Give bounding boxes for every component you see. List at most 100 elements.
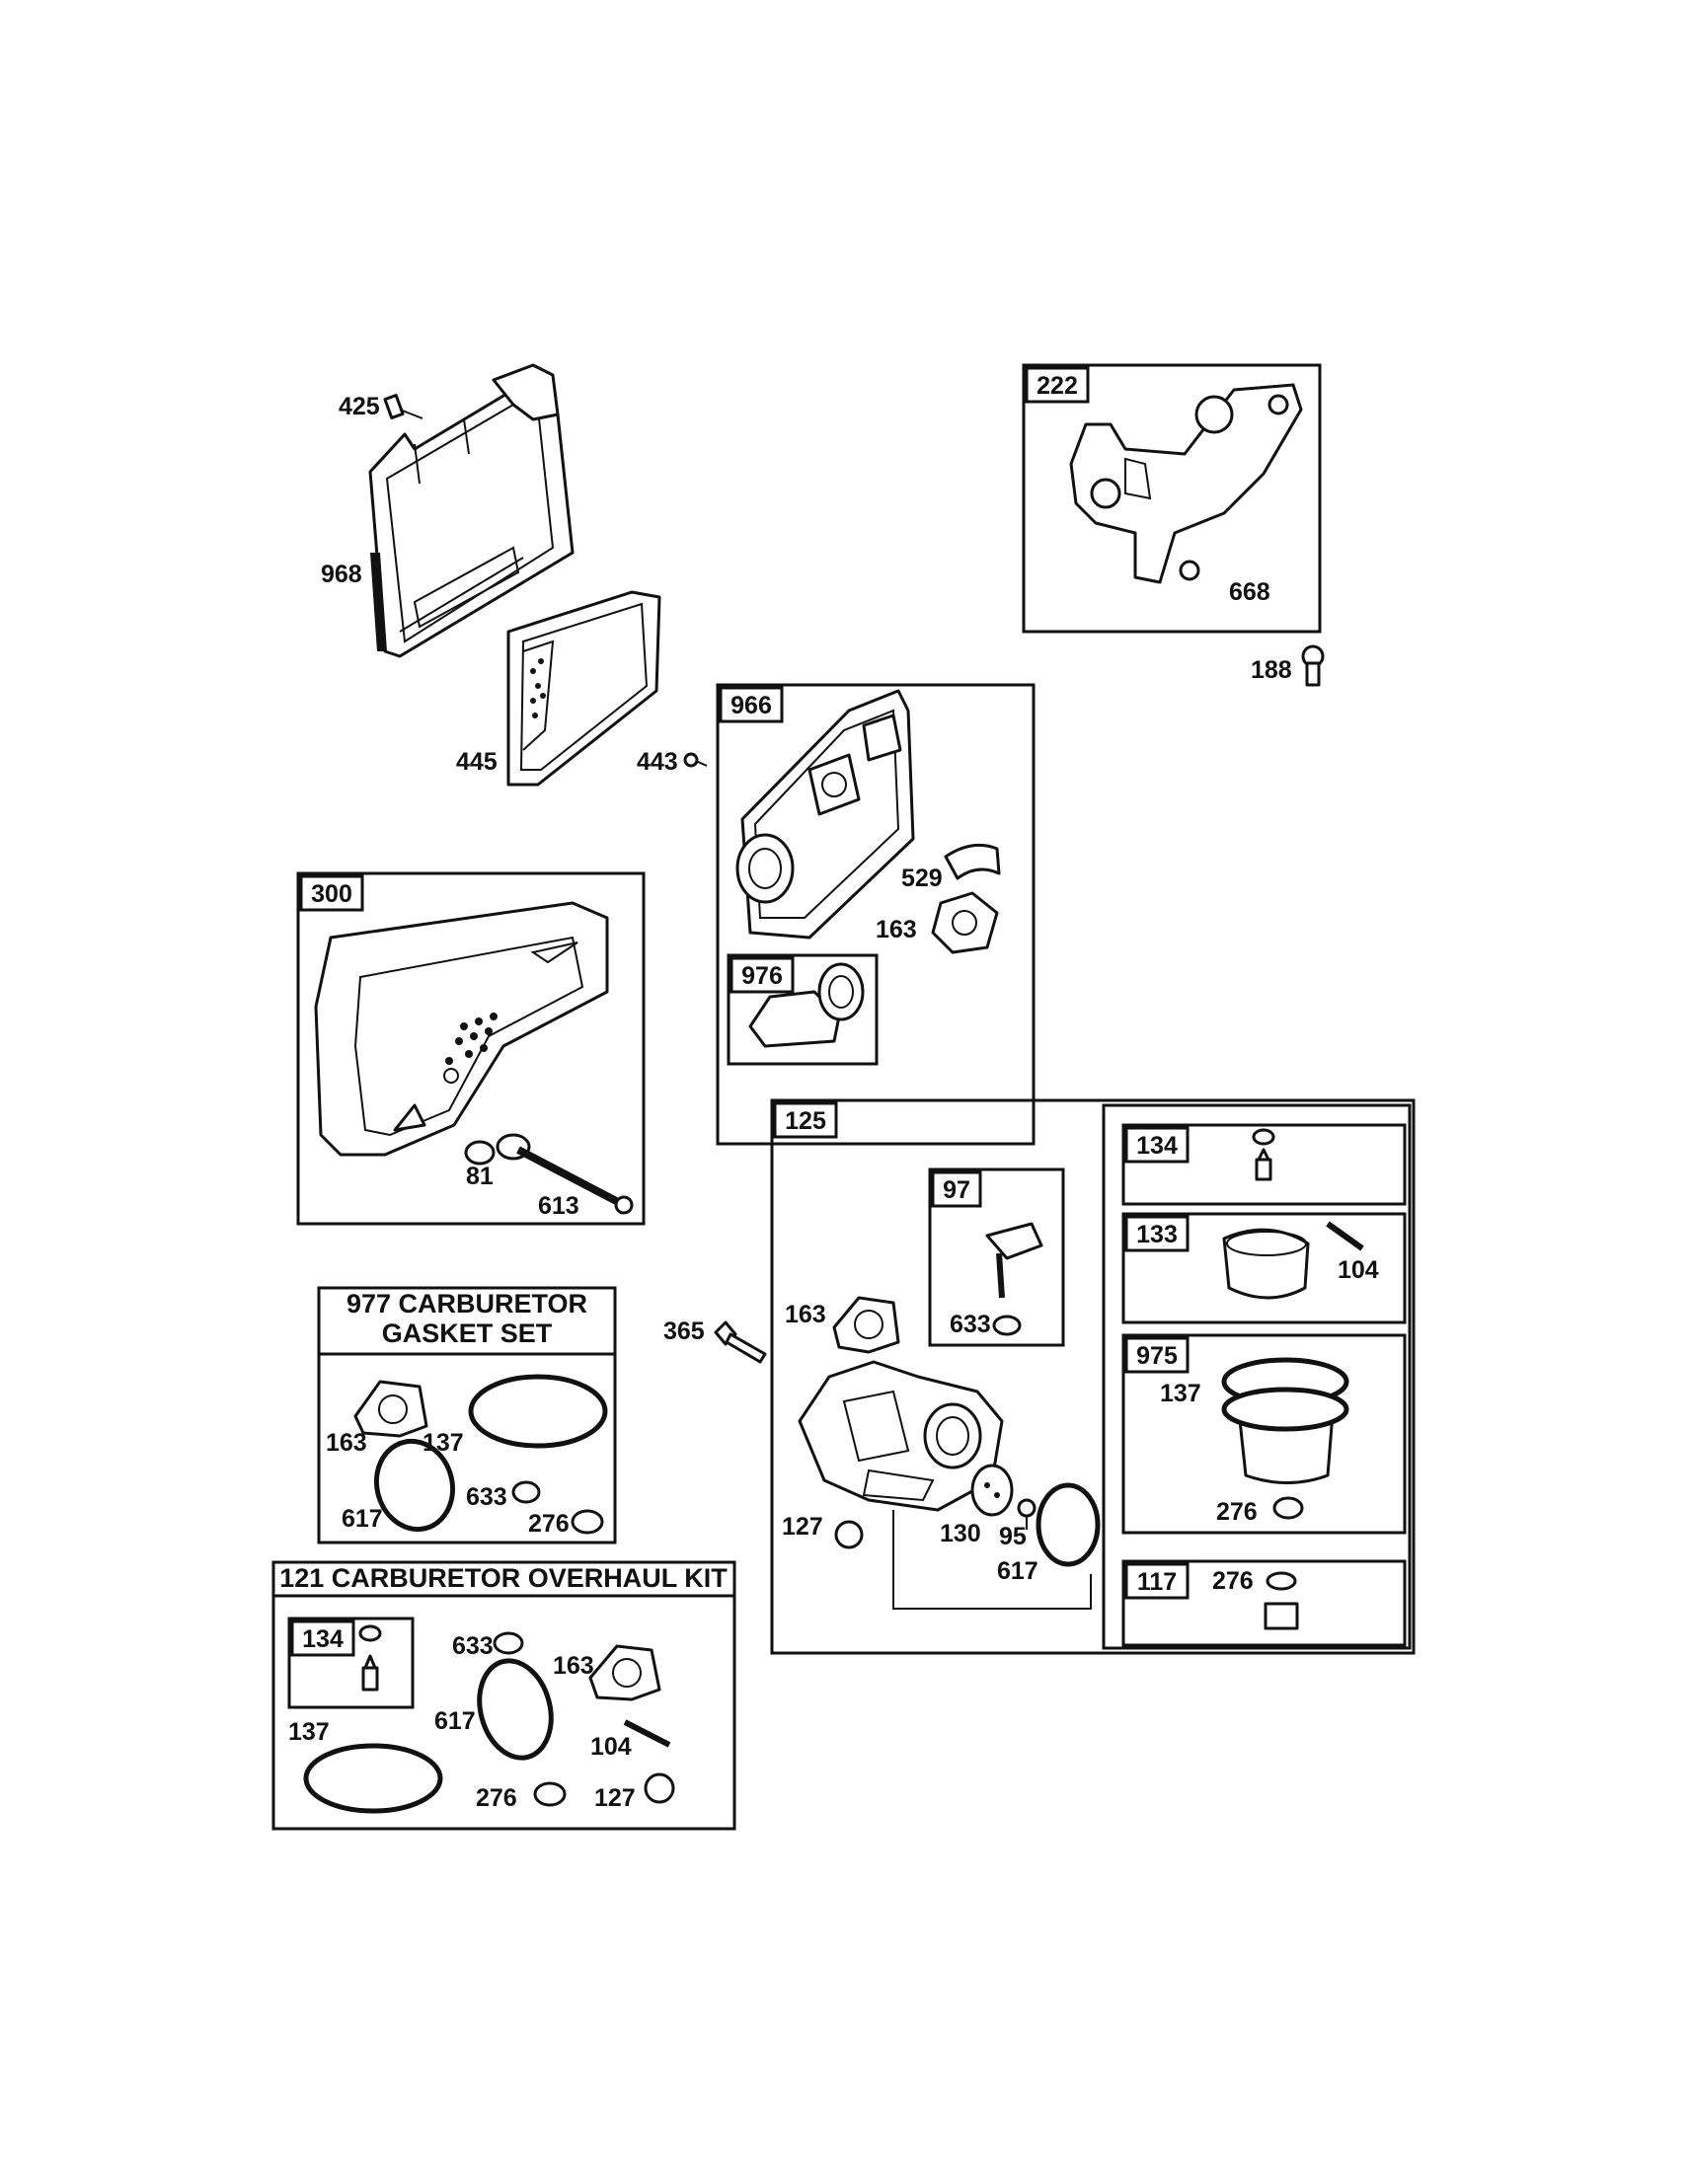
- part-callout-633: 633: [950, 1311, 991, 1338]
- washer-276-kit[interactable]: [533, 1781, 567, 1807]
- part-callout-443: 443: [637, 748, 678, 776]
- group-125-frame: [770, 1098, 1416, 1655]
- air-filter-cartridge-445[interactable]: [506, 590, 661, 787]
- group-975-frame: [1121, 1333, 1407, 1535]
- welch-plug-127-group125[interactable]: [834, 1520, 864, 1549]
- part-callout-104: 104: [1338, 1256, 1379, 1284]
- part-callout-130: 130: [940, 1520, 981, 1547]
- group-tag-975: 975: [1124, 1336, 1190, 1374]
- part-callout-188: 188: [1251, 656, 1292, 684]
- air-cleaner-base-966[interactable]: [735, 689, 915, 940]
- group-tag-125: 125: [773, 1101, 838, 1139]
- bolt-425[interactable]: [383, 394, 423, 419]
- inlet-needle-134a[interactable]: [1252, 1128, 1275, 1181]
- bolt-443[interactable]: [683, 752, 708, 768]
- part-callout-617: 617: [434, 1707, 476, 1735]
- group-97-frame: [928, 1167, 1065, 1347]
- group-tag-label: 976: [741, 962, 783, 990]
- part-callout-968: 968: [321, 561, 362, 588]
- governor-bracket-222[interactable]: [1069, 383, 1303, 584]
- group-tag-label: 97: [943, 1176, 970, 1204]
- intake-gasket-163-group125[interactable]: [832, 1296, 900, 1354]
- group-tag-label: 966: [730, 692, 772, 719]
- filter-element-976[interactable]: [748, 962, 865, 1048]
- group-134b-frame: [287, 1617, 415, 1709]
- part-callout-163: 163: [326, 1429, 367, 1457]
- washer-276-group975[interactable]: [1272, 1496, 1304, 1520]
- muffler-300[interactable]: [314, 901, 609, 1157]
- group-tag-134b: 134: [290, 1619, 355, 1657]
- part-callout-276: 276: [528, 1510, 570, 1538]
- overhaul-kit-frame: [271, 1560, 736, 1831]
- group-222-frame: [1022, 363, 1322, 634]
- gasket-163-set[interactable]: [353, 1380, 428, 1438]
- seal-633-kit[interactable]: [493, 1631, 524, 1655]
- float-pin-104-kit[interactable]: [623, 1719, 671, 1748]
- group-976-frame: [727, 953, 879, 1066]
- o-ring-137-group975[interactable]: [1221, 1357, 1349, 1432]
- group-tag-label: 125: [785, 1107, 826, 1135]
- group-tag-300: 300: [299, 874, 364, 912]
- part-callout-529: 529: [901, 865, 943, 892]
- group-tag-label: 117: [1137, 1568, 1177, 1596]
- group-300-frame: [296, 871, 646, 1226]
- part-callout-276: 276: [1216, 1498, 1258, 1526]
- part-callout-95: 95: [999, 1523, 1027, 1550]
- group-tag-133: 133: [1124, 1215, 1190, 1252]
- group-966-frame: [716, 683, 1036, 1146]
- group-tag-134a: 134: [1124, 1126, 1190, 1164]
- o-ring-617-group125[interactable]: [1036, 1482, 1101, 1567]
- group-tag-label: 134: [302, 1625, 344, 1653]
- part-callout-137: 137: [288, 1718, 330, 1746]
- part-callout-163: 163: [553, 1652, 594, 1680]
- float-pin-104-group133[interactable]: [1326, 1221, 1364, 1251]
- part-callout-104: 104: [590, 1733, 632, 1761]
- stud-613[interactable]: [516, 1146, 634, 1215]
- inlet-needle-134b[interactable]: [358, 1624, 382, 1692]
- screw-188[interactable]: [1301, 644, 1325, 687]
- part-callout-445: 445: [456, 748, 498, 776]
- part-callout-163: 163: [785, 1301, 826, 1328]
- o-ring-617-kit[interactable]: [469, 1653, 561, 1767]
- group-125-sub-frame: [1102, 1103, 1412, 1650]
- gasket-163-airbase[interactable]: [931, 891, 999, 954]
- bowl-gasket-hardware-130[interactable]: [970, 1464, 1014, 1517]
- welch-plug-127-kit[interactable]: [644, 1772, 675, 1804]
- part-callout-617: 617: [342, 1505, 383, 1533]
- part-callout-163: 163: [876, 916, 917, 943]
- part-callout-276: 276: [476, 1784, 517, 1812]
- gasket-set-title-line2: GASKET SET: [382, 1318, 553, 1348]
- seal-633-set[interactable]: [511, 1480, 541, 1504]
- gasket-163-kit[interactable]: [588, 1644, 661, 1701]
- group-tag-label: 300: [311, 880, 352, 908]
- group-tag-976: 976: [730, 956, 795, 994]
- air-filter-base-968[interactable]: [368, 363, 575, 658]
- o-ring-137-set[interactable]: [468, 1374, 608, 1449]
- part-callout-613: 613: [538, 1192, 579, 1220]
- part-callout-127: 127: [594, 1784, 636, 1812]
- washer-276-set[interactable]: [571, 1509, 604, 1535]
- part-callout-81: 81: [466, 1163, 494, 1190]
- group-tag-966: 966: [719, 686, 784, 723]
- group-tag-117: 117: [1124, 1562, 1190, 1600]
- overhaul-kit-title: 121 CARBURETOR OVERHAUL KIT: [279, 1563, 728, 1593]
- part-callout-137: 137: [1160, 1380, 1201, 1407]
- o-ring-617-set[interactable]: [367, 1433, 463, 1539]
- group-117-frame: [1121, 1559, 1407, 1647]
- part-callout-617: 617: [997, 1557, 1038, 1585]
- part-callout-365: 365: [663, 1318, 705, 1345]
- float-hinge-pin-97[interactable]: [985, 1222, 1043, 1299]
- gasket-set-frame: [317, 1286, 617, 1544]
- float-133[interactable]: [1222, 1228, 1310, 1300]
- bowl-nut-117[interactable]: [1264, 1571, 1299, 1630]
- part-callout-633: 633: [466, 1483, 507, 1511]
- o-ring-137-kit[interactable]: [303, 1743, 443, 1814]
- seal-633-group97[interactable]: [992, 1315, 1022, 1336]
- bolt-365[interactable]: [714, 1320, 767, 1364]
- group-tag-97: 97: [931, 1170, 982, 1208]
- group-134a-frame: [1121, 1123, 1407, 1206]
- screw-95[interactable]: [1017, 1498, 1037, 1530]
- breather-tube-529[interactable]: [944, 843, 1001, 880]
- carburetor-body[interactable]: [798, 1360, 1004, 1512]
